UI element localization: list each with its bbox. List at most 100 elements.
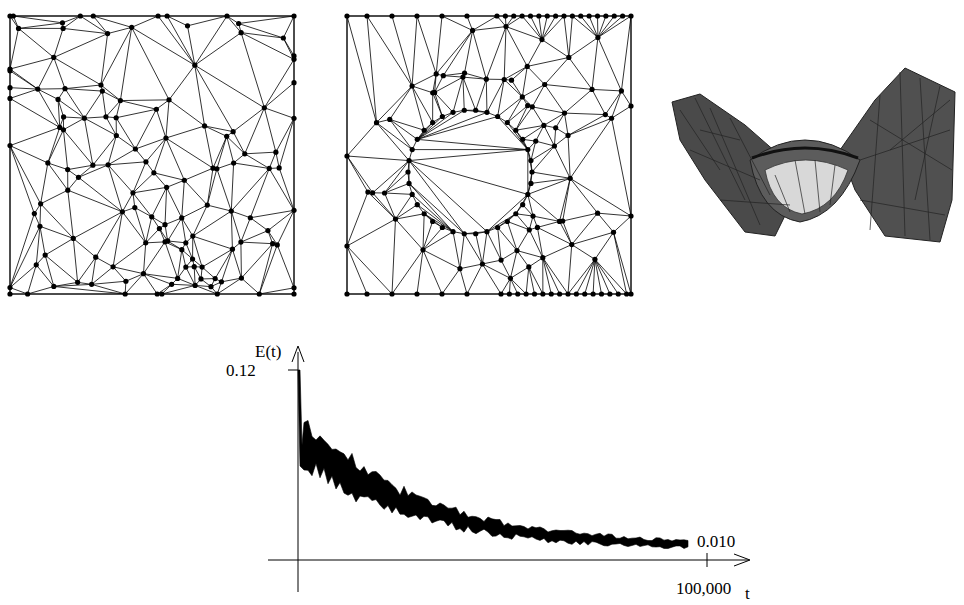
- mesh-node: [530, 213, 535, 218]
- adapted-mesh: [344, 13, 633, 296]
- mesh-node: [7, 96, 12, 101]
- mesh-node: [422, 211, 427, 216]
- mesh-node: [257, 291, 262, 296]
- error-chart: [268, 346, 750, 592]
- mesh-node: [434, 71, 439, 76]
- mesh-node: [406, 158, 411, 163]
- mesh-node: [61, 127, 66, 132]
- mesh-node: [503, 24, 508, 29]
- mesh-node: [105, 162, 110, 167]
- mesh-node: [270, 241, 275, 246]
- mesh-node: [406, 181, 411, 186]
- mesh-node: [238, 239, 243, 244]
- mesh-node: [78, 13, 83, 18]
- mesh-node: [609, 116, 614, 121]
- mesh-node: [464, 13, 469, 18]
- mesh-node: [192, 63, 197, 68]
- mesh-node: [155, 13, 160, 18]
- mesh-node: [154, 107, 159, 112]
- mesh-node: [462, 231, 467, 236]
- mesh-node: [277, 165, 282, 170]
- mesh-node: [65, 167, 70, 172]
- error-band: [298, 370, 688, 549]
- mesh-node: [7, 85, 12, 90]
- mesh-node: [549, 291, 554, 296]
- mesh-node: [541, 123, 546, 128]
- mesh-node: [533, 139, 538, 144]
- mesh-node: [592, 257, 597, 262]
- mesh-node: [132, 205, 137, 210]
- mesh-node: [578, 13, 583, 18]
- mesh-node: [105, 31, 110, 36]
- mesh-node: [248, 215, 253, 220]
- mesh-node: [574, 291, 579, 296]
- mesh-node: [281, 35, 286, 40]
- mesh-node: [410, 192, 415, 197]
- mesh-node: [607, 291, 612, 296]
- mesh-node: [405, 169, 410, 174]
- mesh-node: [120, 209, 125, 214]
- mesh-node: [539, 37, 544, 42]
- mesh-node: [525, 147, 530, 152]
- mesh-node: [130, 190, 135, 195]
- mesh-node: [560, 218, 565, 223]
- mesh-node: [505, 120, 510, 125]
- mesh-node: [45, 160, 50, 165]
- mesh-node: [344, 291, 349, 296]
- mesh-node: [393, 217, 398, 222]
- mesh-node: [509, 78, 514, 83]
- mesh-node: [157, 226, 162, 231]
- mesh-node: [34, 262, 39, 267]
- mesh-node: [595, 13, 600, 18]
- mesh-node: [484, 77, 489, 82]
- mesh-node: [291, 80, 296, 85]
- mesh-node: [441, 73, 446, 78]
- mesh-node: [498, 258, 503, 263]
- mesh-node: [149, 214, 154, 219]
- axis-label: E(t): [255, 343, 281, 360]
- x-arrow: [734, 554, 750, 566]
- mesh-node: [16, 26, 21, 31]
- mesh-node: [141, 271, 146, 276]
- mesh-node: [528, 158, 533, 163]
- mesh-node: [208, 284, 213, 289]
- mesh-node: [511, 13, 516, 18]
- mesh-node: [175, 276, 180, 281]
- mesh-node: [374, 120, 379, 125]
- mesh-node: [532, 291, 537, 296]
- mesh-node: [169, 282, 174, 287]
- mesh-node: [513, 211, 518, 216]
- mesh-node: [410, 147, 415, 152]
- mesh-node: [183, 240, 188, 245]
- mesh-node: [582, 291, 587, 296]
- mesh-node: [155, 291, 160, 296]
- mesh-node: [382, 190, 387, 195]
- mesh-node: [123, 291, 128, 296]
- mesh-node: [565, 291, 570, 296]
- tick-label: 100,000: [676, 580, 731, 597]
- mesh-node: [495, 225, 500, 230]
- mesh-node: [98, 82, 103, 87]
- mesh-node: [230, 247, 235, 252]
- mesh-node: [525, 64, 530, 69]
- mesh-node: [502, 77, 507, 82]
- mesh-node: [123, 279, 128, 284]
- mesh-edges: [347, 16, 631, 294]
- mesh-node: [415, 137, 420, 142]
- mesh-node: [591, 291, 596, 296]
- mesh-node: [422, 128, 427, 133]
- mesh-node: [236, 21, 241, 26]
- mesh-node: [484, 229, 489, 234]
- mesh-node: [61, 114, 66, 119]
- mesh-node: [192, 264, 197, 269]
- mesh-border: [347, 16, 631, 294]
- mesh-node: [462, 108, 467, 113]
- mesh-node: [526, 264, 531, 269]
- mesh-node: [628, 103, 633, 108]
- mesh-node: [414, 13, 419, 18]
- mesh-node: [7, 66, 12, 71]
- mesh-node: [603, 112, 608, 117]
- x-tick: [707, 553, 708, 567]
- mesh-node: [75, 280, 80, 285]
